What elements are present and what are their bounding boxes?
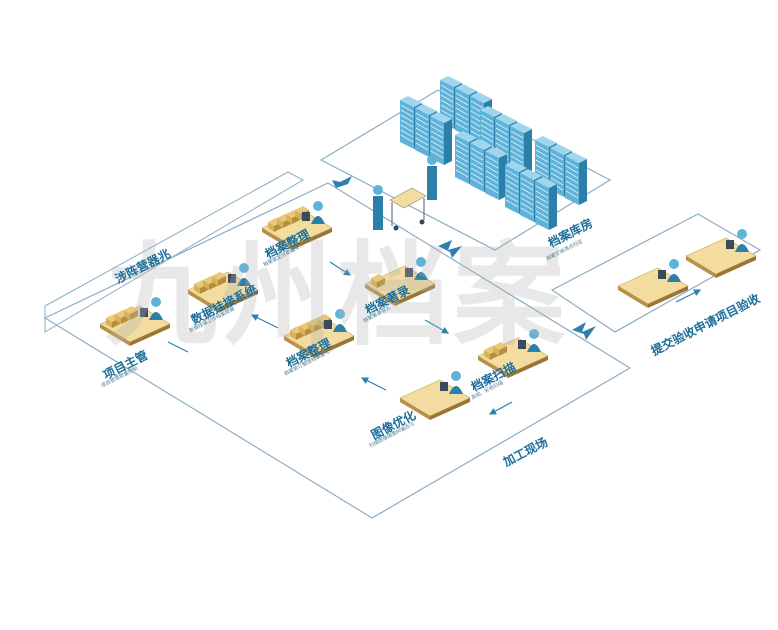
person-icon — [735, 229, 749, 252]
server-rack-icon — [510, 122, 532, 175]
acceptance-zone — [550, 213, 762, 333]
station-acceptance-b — [685, 229, 757, 278]
monitor-icon — [518, 340, 526, 349]
arrow-scan-to-optimize — [488, 401, 513, 415]
monitor-icon — [405, 268, 413, 277]
person-icon — [333, 309, 347, 332]
person-icon — [311, 201, 325, 224]
server-racks — [400, 76, 587, 230]
server-rack-icon — [430, 112, 452, 165]
processing-site-zone — [43, 182, 632, 519]
arrow-sort-to-mount — [250, 314, 279, 329]
box-icon — [371, 274, 385, 288]
processing-site-zone-top — [44, 171, 305, 333]
monitor-icon — [440, 382, 448, 391]
server-rack-icon — [535, 177, 557, 230]
arrow-entry-to-scan — [424, 319, 450, 334]
monitor-icon — [140, 308, 148, 317]
workers-with-cart-icon — [373, 155, 437, 231]
arrow-optimize-to-sort — [360, 377, 387, 391]
person-icon — [237, 263, 251, 286]
arrow-sort-to-entry — [329, 261, 352, 276]
person-icon — [149, 297, 163, 320]
station-scan — [477, 329, 549, 378]
station-sorting-top — [261, 201, 333, 250]
station-acceptance-a — [617, 259, 689, 308]
watermark: 九州档案 — [105, 231, 569, 361]
arrow-acceptance — [675, 289, 702, 303]
station-optimize — [399, 371, 471, 420]
flow-arrow-right — [438, 240, 462, 258]
station-lead — [99, 297, 171, 346]
person-icon — [667, 259, 681, 282]
arrow-mount-to-lead — [167, 341, 189, 353]
box-icon — [106, 306, 138, 328]
work-stations — [99, 155, 757, 420]
person-icon — [414, 257, 428, 280]
station-mount — [187, 263, 259, 312]
archive-room-zone — [319, 89, 612, 251]
station-sorting-mid — [283, 309, 355, 358]
box-icon — [194, 272, 226, 294]
monitor-icon — [726, 240, 734, 249]
box-icon — [484, 342, 507, 360]
monitor-icon — [324, 320, 332, 329]
server-rack-icon — [485, 147, 507, 200]
person-icon — [449, 371, 463, 394]
monitor-icon — [302, 212, 310, 221]
flow-arrow-acceptance — [572, 322, 596, 340]
station-entry — [364, 257, 436, 306]
monitor-icon — [658, 270, 666, 279]
server-rack-icon — [565, 152, 587, 205]
person-icon — [527, 329, 541, 352]
monitor-icon — [228, 274, 236, 283]
flow-arrow-left — [332, 176, 352, 188]
